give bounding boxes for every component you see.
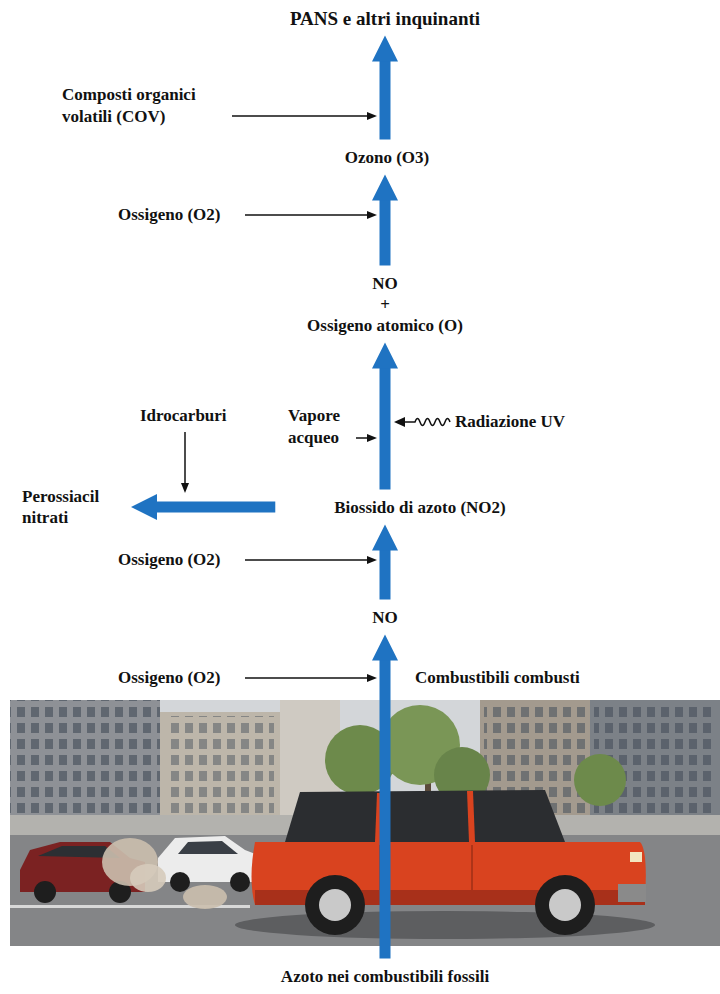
arrow-shaft [380,660,391,959]
leader-line [232,115,368,117]
arrow-shaft [380,61,391,140]
input-label: Ossigeno (O2) [118,667,220,689]
stage-node: NO [368,605,402,630]
rim [319,889,351,921]
stage-node: Ozono (O3) [341,145,434,170]
input-text: Ossigeno (O2) [118,550,220,569]
input-text: Ossigeno (O2) [118,205,220,224]
stage-text: Ozono (O3) [345,147,430,168]
input-text: Ossigeno (O2) [118,668,220,687]
wavy-arrow [404,419,450,426]
wheel [170,872,190,892]
exhaust-smoke [130,864,166,892]
arrow-shaft [380,200,391,266]
input-label: Idrocarburi [140,405,227,427]
stage-node: PANS e altri inquinanti [286,6,484,31]
leader-line [245,214,368,216]
input-text: Vapore acqueo [288,406,340,447]
flow-arrow [372,36,398,140]
arrowhead [367,556,377,564]
arrow-head [372,175,398,201]
stage-text: Perossiacil nitrati [22,486,122,528]
input-text: Composti organici volatili (COV) [62,85,196,126]
car-window [178,841,238,854]
arrow-head [372,343,398,369]
stage-text: PANS e altri inquinanti [290,8,480,29]
suv-bumper [618,884,646,902]
arrow-head [372,635,398,661]
leader-line [245,677,368,679]
road [10,835,720,946]
stage-node: NO+Ossigeno atomico (O) [303,271,467,338]
wheel [230,872,250,892]
wheel [535,875,595,935]
input-text: Radiazione UV [455,412,565,431]
arrowhead [367,434,377,442]
arrow-head [372,36,398,62]
leader-line [356,437,368,439]
arrow-shaft [380,368,391,490]
wheel [34,881,56,903]
building-windows [166,716,274,816]
input-label: Ossigeno (O2) [118,549,220,571]
building [160,712,280,830]
arrowhead [367,112,377,120]
arrow-head [131,494,157,520]
input-text: Combustibili combusti [415,668,580,687]
building [10,700,160,830]
stage-node: Perossiacil nitrati [18,484,126,530]
flow-arrow [372,525,398,600]
flow-arrow [372,175,398,266]
input-label: Ossigeno (O2) [118,204,220,226]
wheel [305,875,365,935]
stage-text: + [307,294,463,315]
input-label: Radiazione UV [455,411,565,433]
street-scene [10,700,720,946]
arrow-shaft [380,550,391,600]
stage-text: Ossigeno atomico (O) [307,315,463,336]
sky [10,700,720,946]
stage-text: NO [307,273,463,294]
suv-door-line [471,845,473,890]
building-windows [10,700,160,818]
leader-line [245,559,368,561]
arrowhead [367,211,377,219]
suv-cabin [285,790,565,842]
tree [574,754,626,806]
input-text: Idrocarburi [140,406,227,425]
rim [549,889,581,921]
leader-line [184,432,186,484]
stage-node: Biossido di azoto (NO2) [330,495,509,520]
stage-text: Azoto nei combustibili fossili [281,966,489,987]
suv-pillar [470,791,472,842]
exhaust-smoke [183,885,227,909]
arrowhead [181,483,189,493]
stage-node: Azoto nei combustibili fossili [277,964,493,989]
arrowhead [367,674,377,682]
stage-text: Biossido di azoto (NO2) [334,497,505,518]
suv-light [630,852,642,862]
flow-arrow [372,635,398,959]
input-label: Combustibili combusti [415,667,580,689]
arrow-head [372,525,398,551]
arrow-shaft [156,502,275,513]
input-label: Composti organici volatili (COV) [62,84,227,128]
arrowhead [394,417,405,427]
flow-arrow [131,494,275,520]
stage-text: NO [372,607,398,628]
input-label: Vapore acqueo [288,405,352,449]
flow-arrow [372,343,398,490]
